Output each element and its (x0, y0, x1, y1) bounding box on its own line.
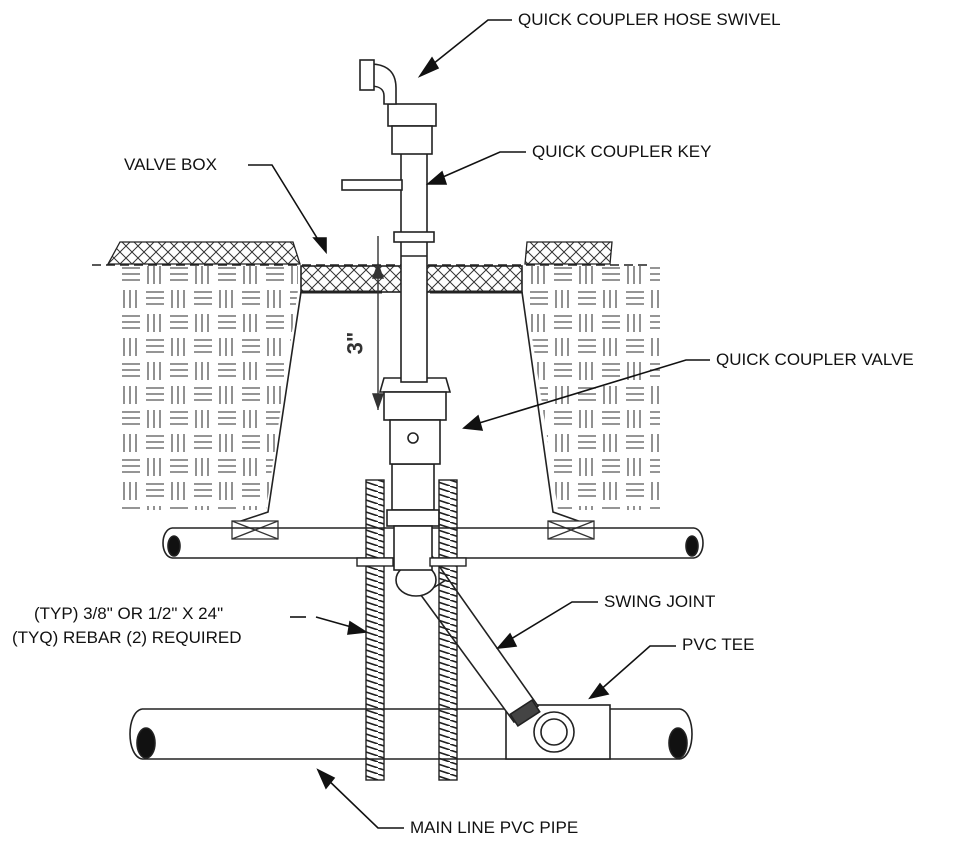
leader-lines (248, 19, 710, 829)
label-coupler-key: QUICK COUPLER KEY (532, 142, 712, 161)
soil-right (525, 264, 660, 510)
surface-sod (106, 241, 613, 265)
swing-joint (395, 554, 541, 728)
label-valve-box: VALVE BOX (124, 155, 217, 174)
label-main-line: MAIN LINE PVC PIPE (410, 818, 579, 837)
rebar-right (429, 479, 467, 781)
soil-left (118, 264, 298, 510)
label-rebar-line-1: (TYP) 3/8" OR 1/2" X 24" (34, 604, 224, 623)
hose-swivel (359, 59, 437, 155)
quick-coupler-valve (378, 377, 452, 465)
valve-riser (386, 463, 440, 571)
label-rebar-line-2: (TYQ) REBAR (2) REQUIRED (12, 628, 242, 647)
label-coupler-valve: QUICK COUPLER VALVE (716, 350, 914, 369)
brick-supports (231, 520, 595, 540)
quick-coupler-key (341, 149, 435, 383)
label-hose-swivel: QUICK COUPLER HOSE SWIVEL (518, 10, 781, 29)
depth-dimension (372, 236, 384, 411)
depth-dimension-label: 3" (342, 331, 368, 355)
label-pvc-tee: PVC TEE (682, 635, 755, 654)
label-swing-joint: SWING JOINT (604, 592, 716, 611)
rebar-left (356, 479, 394, 781)
